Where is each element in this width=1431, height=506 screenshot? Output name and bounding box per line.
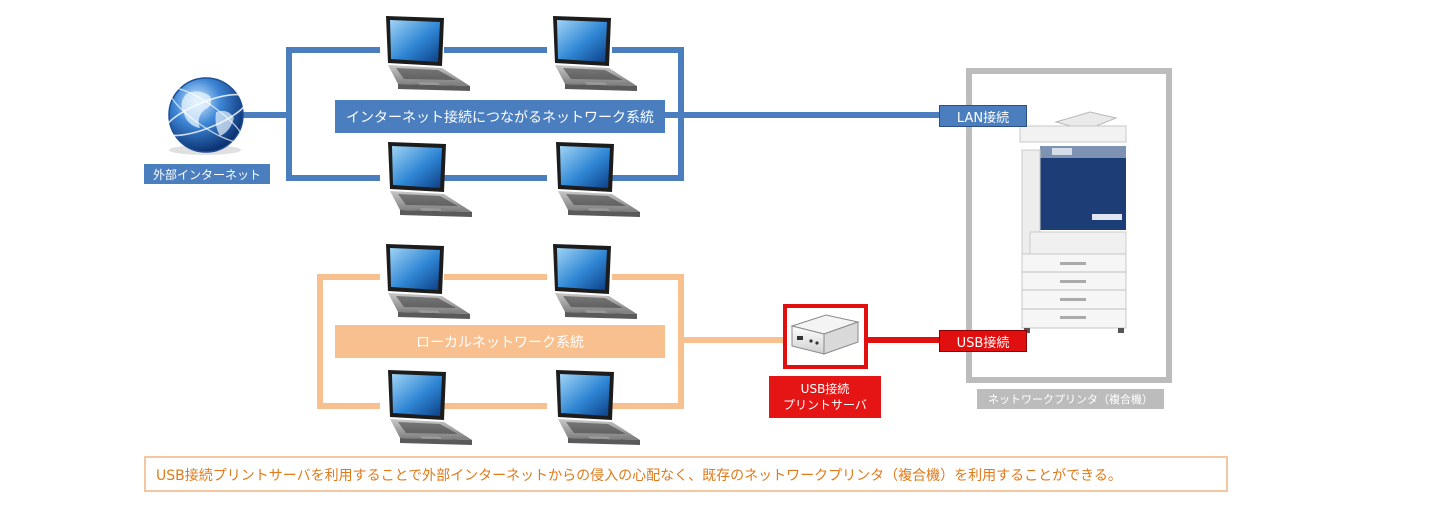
external-internet-label: 外部インターネット [144, 164, 270, 184]
multifunction-printer-icon [1019, 111, 1127, 333]
print-server-label-line2: プリントサーバ [783, 398, 867, 412]
printer-frame [966, 68, 1172, 383]
laptop-icon [553, 244, 637, 319]
local-network-label: ローカルネットワーク系統 [335, 325, 665, 358]
globe-icon [164, 77, 248, 155]
local-network-lines [317, 274, 785, 409]
usb-print-server-icon [783, 304, 868, 369]
laptop-icon [553, 16, 637, 91]
internet-network-lines [242, 47, 940, 181]
network-printer-label: ネットワークプリンタ（複合機） [977, 389, 1164, 409]
print-server-label-line1: USB接続 [800, 382, 850, 396]
usb-connection-label: USB接続 [939, 330, 1027, 352]
internet-network-label: インターネット接続につながるネットワーク系統 [335, 100, 665, 133]
usb-print-server-label: USB接続 プリントサーバ [769, 376, 881, 418]
laptop-icon [386, 16, 470, 91]
note-box: USB接続プリントサーバを利用することで外部インターネットからの侵入の心配なく、… [144, 456, 1228, 492]
laptop-icon [386, 244, 470, 319]
lan-connection-label: LAN接続 [939, 105, 1027, 127]
